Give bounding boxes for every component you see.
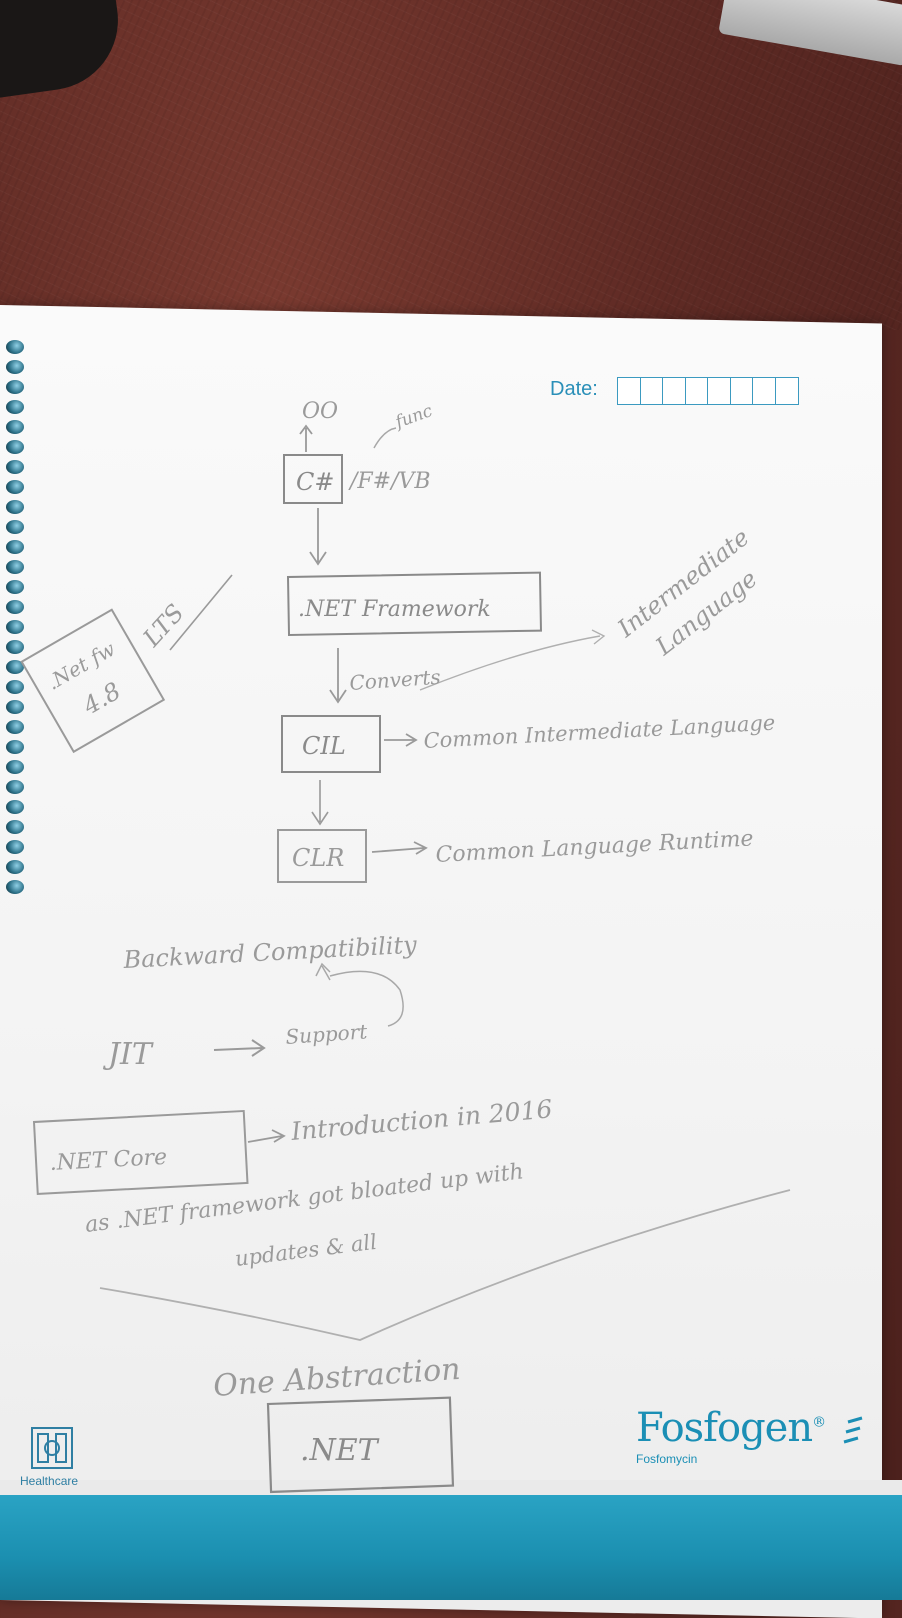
date-box	[617, 377, 641, 405]
note-version: 4.8	[78, 677, 126, 721]
brand-mark-icon	[843, 1416, 863, 1444]
spiral-ring	[6, 880, 24, 894]
spiral-ring	[6, 500, 24, 514]
arrow-right-icon	[371, 841, 428, 855]
brand-name-text: Fosfogen	[636, 1405, 813, 1451]
note-net: .NET	[300, 1433, 380, 1468]
spiral-ring	[6, 800, 24, 814]
date-label: Date:	[550, 378, 598, 400]
note-oo: OO	[302, 399, 338, 424]
cil-box	[281, 715, 381, 773]
note-updates: updates & all	[234, 1230, 378, 1271]
note-fsharp-vb: /F#/VB	[348, 469, 431, 494]
spiral-ring	[6, 460, 24, 474]
spiral-ring	[6, 400, 24, 414]
date-box	[639, 377, 664, 405]
date-box	[729, 377, 754, 405]
healthcare-logo-icon	[31, 1427, 73, 1469]
spiral-ring	[6, 840, 24, 854]
csharp-box	[283, 454, 343, 504]
brace-line	[99, 1189, 791, 1341]
spiral-ring	[6, 440, 24, 454]
spiral-ring	[6, 520, 24, 534]
spiral-ring	[6, 560, 24, 574]
curved-arrow-icon	[315, 962, 404, 1027]
spiral-ring	[6, 600, 24, 614]
spiral-binding	[6, 340, 28, 900]
note-net-framework: .NET Framework	[298, 597, 491, 622]
arrow-right-icon	[213, 1039, 266, 1057]
spiral-ring	[6, 700, 24, 714]
spiral-ring	[6, 580, 24, 594]
spiral-ring	[6, 760, 24, 774]
arrow-up-icon	[299, 424, 313, 452]
spiral-ring	[6, 540, 24, 554]
note-clr-full: Common Language Runtime	[435, 826, 754, 868]
spiral-ring	[6, 720, 24, 734]
date-boxes	[617, 377, 799, 405]
arrow-down-icon	[329, 648, 347, 704]
note-clr: CLR	[292, 844, 344, 872]
curved-arrow-icon	[373, 427, 397, 449]
net-core-box	[32, 1109, 249, 1195]
note-bloated: as .NET framework got bloated up with	[84, 1159, 525, 1238]
wooden-table-surface	[0, 0, 902, 330]
date-box	[684, 377, 709, 405]
brand-name: Fosfogen®	[636, 1405, 826, 1451]
net-framework-box	[286, 571, 542, 637]
blue-footer-band	[0, 1495, 902, 1600]
arrow-down-icon	[309, 508, 327, 566]
date-box	[752, 377, 776, 405]
divider-line	[169, 574, 233, 651]
spiral-ring	[6, 640, 24, 654]
note-one-abstraction: One Abstraction	[212, 1352, 461, 1404]
spiral-ring	[6, 620, 24, 634]
note-cil-full: Common Intermediate Language	[423, 711, 776, 753]
registered-mark: ®	[812, 1414, 826, 1431]
note-converts: Converts	[349, 665, 442, 695]
spiral-ring	[6, 660, 24, 674]
arrow-right-icon	[384, 733, 418, 747]
date-box	[774, 377, 799, 405]
note-support: Support	[285, 1019, 369, 1049]
spiral-ring	[6, 380, 24, 394]
note-lts: LTS	[137, 599, 190, 653]
brand-subtitle: Fosfomycin	[636, 1452, 698, 1466]
note-net-core: .NET Core	[49, 1145, 168, 1176]
note-backward: Backward Compatibility	[122, 931, 418, 974]
clr-box	[277, 829, 367, 883]
note-cil: CIL	[302, 732, 346, 760]
spiral-ring	[6, 740, 24, 754]
date-box	[662, 377, 686, 405]
spiral-ring	[6, 480, 24, 494]
note-jit: JIT	[102, 1037, 154, 1072]
spiral-ring	[6, 340, 24, 354]
note-csharp: C#	[296, 468, 334, 496]
net-box	[266, 1396, 455, 1494]
healthcare-label: Healthcare	[20, 1474, 79, 1488]
spiral-ring	[6, 780, 24, 794]
note-func: func	[391, 401, 436, 434]
spiral-ring	[6, 420, 24, 434]
note-intro: Introduction in 2016	[289, 1094, 554, 1146]
arrow-right-icon	[247, 1129, 286, 1143]
spiral-ring	[6, 680, 24, 694]
arrow-right-icon	[419, 629, 606, 691]
spiral-ring	[6, 860, 24, 874]
arrow-down-icon	[311, 780, 329, 826]
spiral-ring	[6, 820, 24, 834]
spiral-ring	[6, 360, 24, 374]
